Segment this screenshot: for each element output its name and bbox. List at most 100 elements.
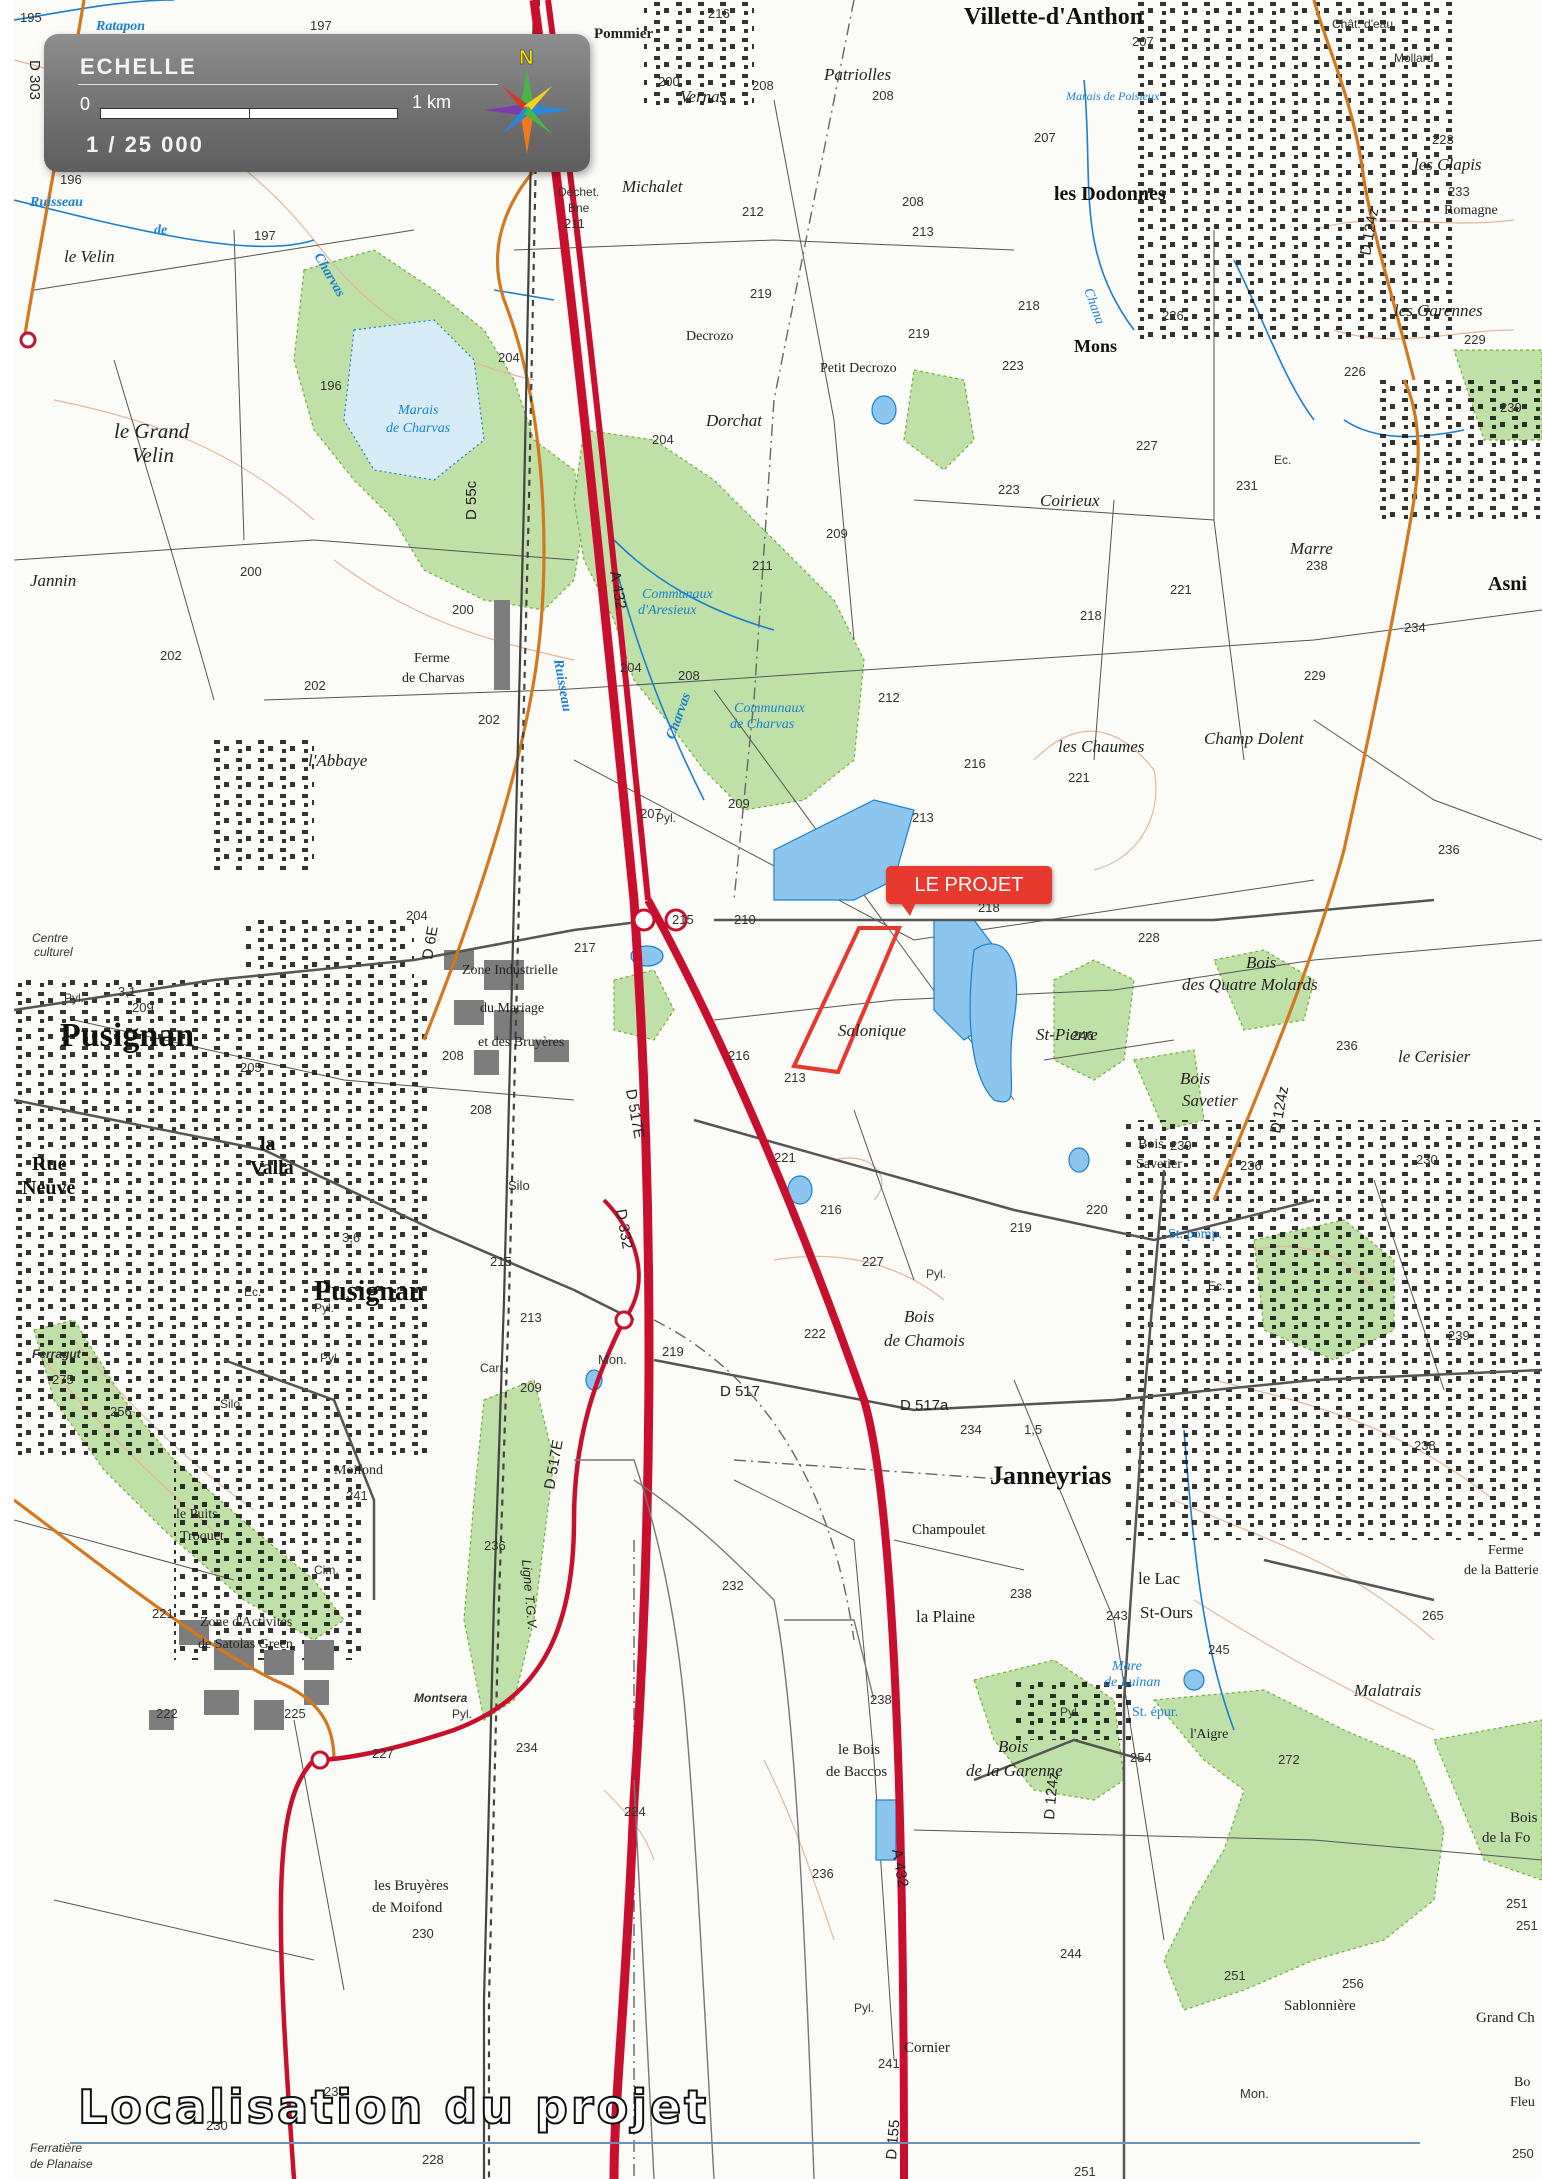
north-label: N [519,47,533,69]
label-la-plaine: la Plaine [916,1607,975,1626]
label-bois-fo: Bois [1510,1810,1538,1826]
label-velin: Velin [132,443,174,467]
label-patriolles: Patriolles [823,65,891,84]
label-de-planaise: de Planaise [30,2157,93,2171]
label-st-pierre: St-Pierre [1036,1025,1098,1044]
label-ferme: Ferme [414,651,450,666]
label-d332: D 332 [612,1208,636,1250]
map-annotation: Pyl. [314,1301,334,1315]
map-annotation: 219 [662,1344,684,1359]
callout-tail [900,902,916,916]
label-dorchat: Dorchat [705,411,763,430]
map-annotation: 231 [1236,478,1258,493]
map-annotation: Ec. [1208,1279,1225,1293]
map-annotation: 196 [320,378,342,393]
label-pommier: Pommier [594,26,653,42]
map-annotation: 200 [452,602,474,617]
map-annotation: 245 [1208,1642,1230,1657]
label-savetier-b: Savetier [1136,1157,1182,1172]
map-annotation: 210 [734,912,756,927]
label-st-epur: St. épur. [1132,1705,1178,1720]
map-annotation: Pyl. [926,1267,946,1281]
motorway-interchanges [19,331,688,1770]
map-annotation: 220 [1086,1202,1108,1217]
label-petit-decrozo: Petit Decrozo [820,361,897,376]
map-annotation: 236 [484,1538,506,1553]
map-annotation: 251 [1506,1896,1528,1911]
map-annotation: 3,1 [118,984,136,999]
map-annotation: Cim. [314,1563,339,1577]
label-zone-industrielle: Zone Industrielle [462,963,558,978]
map-annotation: 238 [1010,1586,1032,1601]
map-annotation: 209 [826,526,848,541]
label-de-baccos: de Baccos [826,1764,887,1780]
label-centre: Centre [32,931,68,945]
label-mon-south: Mon. [1240,2086,1269,2101]
map-annotation: 208 [752,78,774,93]
map-annotation: 275 [52,1372,74,1387]
label-de-charvas-marais: de Charvas [386,421,451,436]
map-annotation: Pyl. [854,2001,874,2015]
map-annotation: 202 [478,712,500,727]
label-de-chamois: de Chamois [884,1331,965,1350]
label-bo: Bo [1514,2075,1530,2090]
scale-panel: ECHELLE 0 1 km 1 / 25 000 N [44,34,590,172]
map-annotation: 234 [960,1422,982,1437]
map-annotation: 221 [1068,770,1090,785]
road-labels: A 432 A 432 D 303 D 55c D 6E D 517E D 51… [26,60,1382,2160]
map-annotation: 216 [728,1048,750,1063]
scale-bar [100,108,398,119]
label-janneyrias: Janneyrias [990,1461,1111,1490]
map-annotation: 209 [520,1380,542,1395]
map-annotation: 209 [132,1000,154,1015]
label-romagne: Romagne [1444,203,1498,218]
label-d6e: D 6E [419,925,442,961]
label-malatrais: Malatrais [1353,1681,1421,1700]
label-le-grand: le Grand [114,419,190,443]
map-annotation: 3,6 [342,1230,360,1245]
label-marais-de-poisieux: Marais de Poisieux [1065,89,1160,103]
map-annotation: 251 [1516,1918,1538,1933]
map-annotation: 200 [658,74,680,89]
map-annotation: 223 [1002,358,1024,373]
map-annotation: 241 [878,2056,900,2071]
label-cornier: Cornier [904,2040,950,2056]
map-annotation: 196 [60,172,82,187]
topographic-map[interactable]: Villette-d'Anthon Pommier Vernas Patriol… [14,0,1542,2179]
map-annotation: 243 [1106,1608,1128,1623]
label-champ-dolent: Champ Dolent [1204,729,1305,748]
map-annotation: 208 [442,1048,464,1063]
railway [482,0,541,2179]
label-des-quatre-molards: des Quatre Molards [1182,975,1318,994]
map-annotation: 229 [1304,668,1326,683]
map-annotation: 225 [284,1706,306,1721]
map-annotation: 195 [20,10,42,25]
label-bois-chamois: Bois [904,1307,935,1326]
airport-runways [574,1459,875,2179]
label-ferragut: Ferragut [32,1347,82,1361]
map-annotation: 234 [1404,620,1426,635]
map-annotation: Pyl. [1060,1705,1080,1719]
label-st-ours: St-Ours [1140,1603,1193,1622]
map-annotation: 217 [574,940,596,955]
label-les-clapis: les Clapis [1414,155,1482,174]
label-neuve: Neuve [22,1177,75,1199]
map-annotation: 211 [564,216,585,231]
map-annotation: 208 [678,668,700,683]
label-bois-quatre: Bois [1246,953,1277,972]
map-annotation: 200 [240,564,262,579]
map-annotation: 215 [490,1254,512,1269]
map-annotation: 208 [470,1102,492,1117]
map-annotation: 204 [652,432,674,447]
map-annotation: 239 [1170,1138,1192,1153]
label-les-dodonnes: les Dodonnes [1054,183,1166,205]
label-le-cerisier: le Cerisier [1398,1047,1471,1066]
map-annotation: 221 [152,1606,174,1621]
map-annotation: Bne [568,201,590,215]
label-la: la [260,1133,276,1155]
label-silo: Silo [508,1178,530,1193]
map-annotation: 228 [1138,930,1160,945]
label-d517a: D 517a [900,1397,949,1414]
map-annotation: 238 [1414,1438,1436,1453]
